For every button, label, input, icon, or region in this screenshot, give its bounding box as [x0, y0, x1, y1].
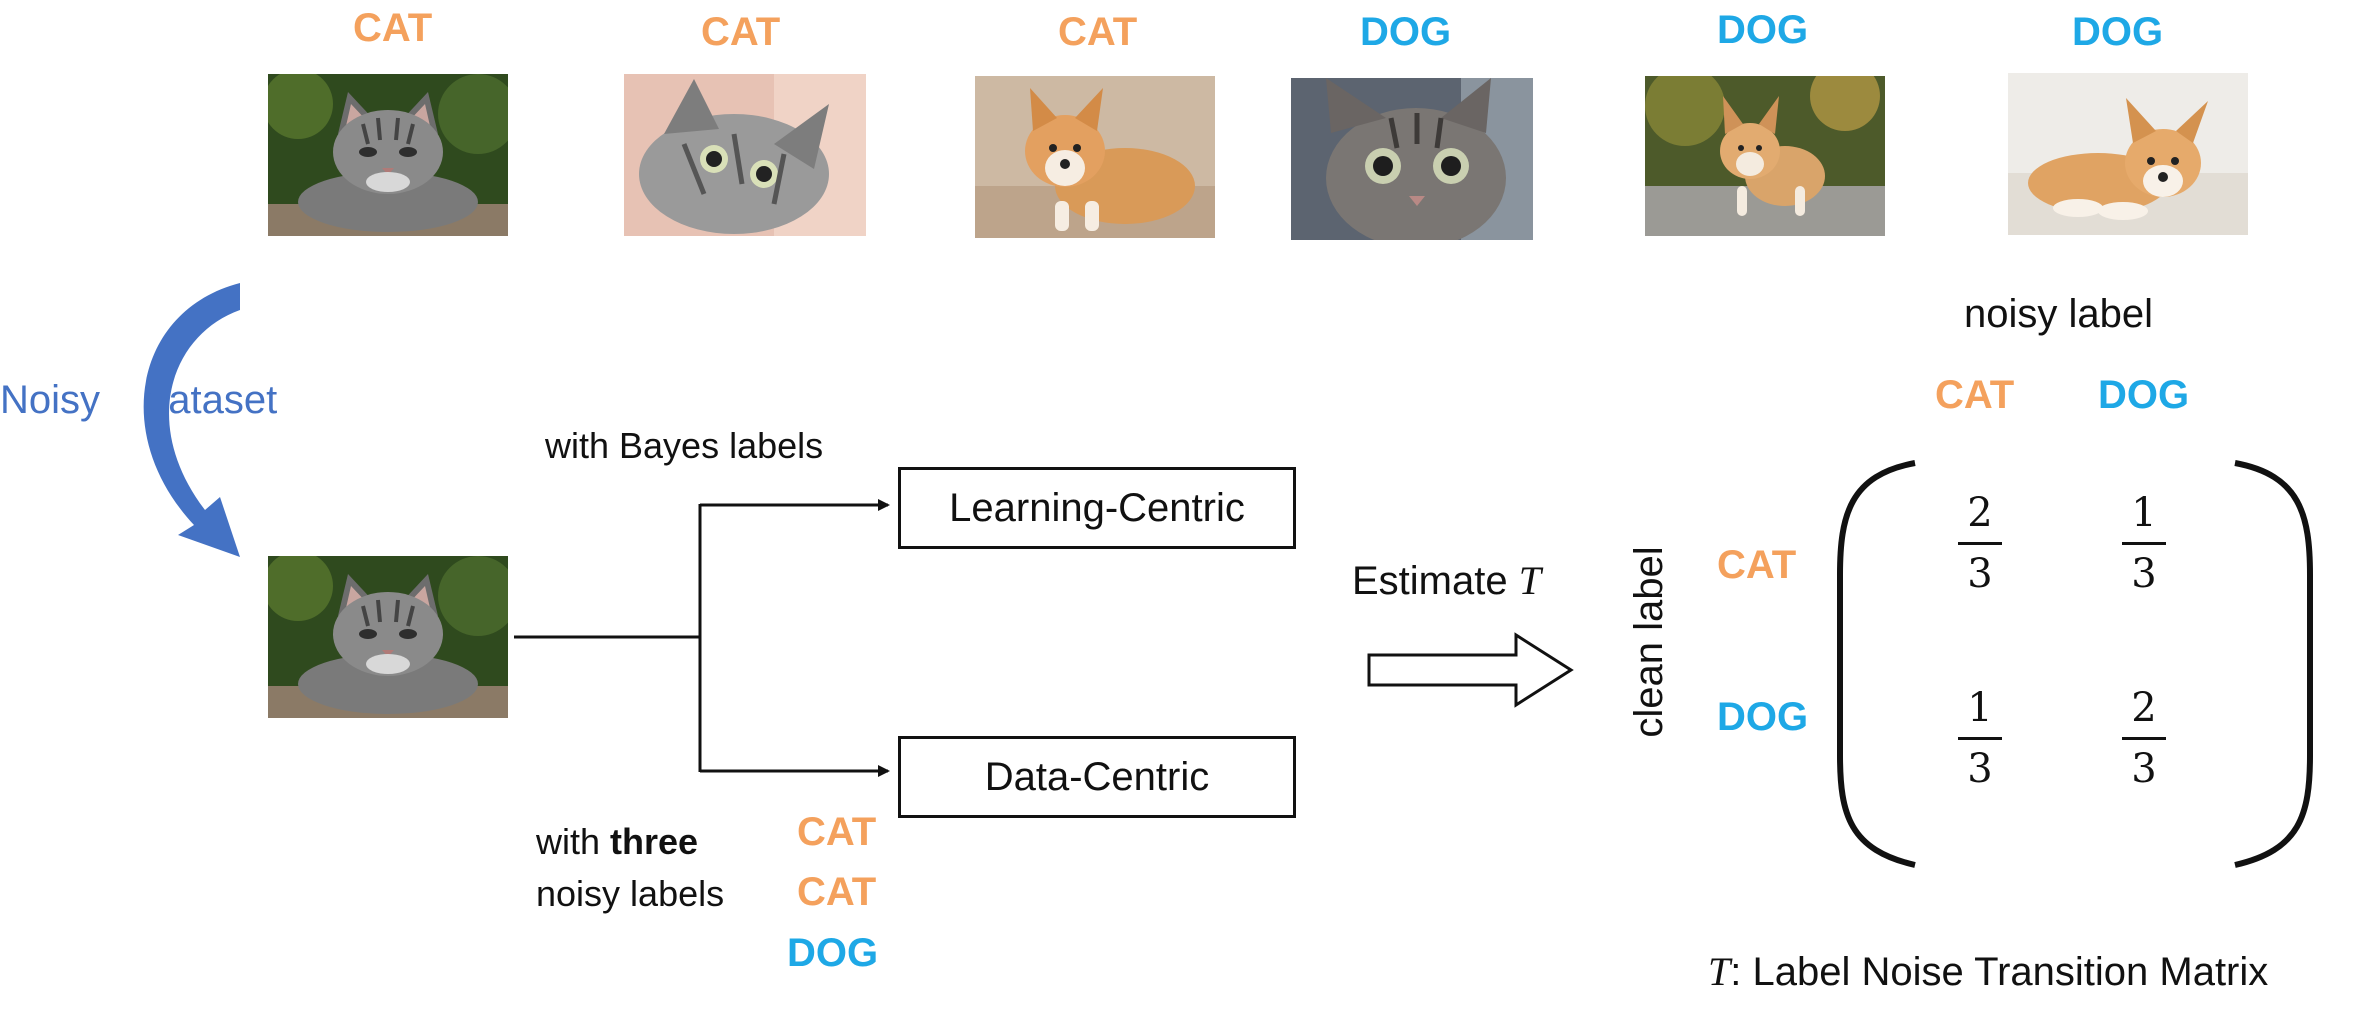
- dataset-word: dataset: [146, 378, 278, 422]
- bayes-caption: with Bayes labels: [545, 425, 824, 466]
- noisy-label-1: CAT: [797, 810, 877, 854]
- selected-sample-photo: [268, 556, 508, 718]
- estimate-symbol: T: [1518, 558, 1541, 603]
- three-labels-caption-line2: noisy labels: [536, 873, 725, 914]
- matrix-cell-1-1: 2 3: [2114, 688, 2174, 789]
- noisy-label-2: CAT: [797, 870, 877, 914]
- matrix-col-cat: CAT: [1935, 373, 2015, 417]
- top-label-1: CAT: [353, 6, 433, 50]
- cell-0-1-den: 3: [2131, 551, 2157, 597]
- caption-bold: three: [610, 821, 699, 862]
- top-label-3: CAT: [1058, 10, 1138, 54]
- caption-symbol: T: [1708, 949, 1731, 994]
- matrix-cell-0-0: 2 3: [1950, 493, 2010, 594]
- noisy-dataset-arrow: [143, 283, 240, 557]
- caption-prefix: with: [536, 821, 611, 862]
- matrix-caption: T: Label Noise Transition Matrix: [1708, 949, 2269, 994]
- estimate-text: Estimate T: [1352, 558, 1541, 603]
- cell-1-0-den: 3: [1967, 746, 1993, 792]
- matrix-row-dog: DOG: [1717, 695, 1809, 739]
- matrix-col-header: noisy label: [1964, 292, 2154, 336]
- estimate-word: Estimate: [1352, 559, 1519, 603]
- matrix-cell-0-1: 1 3: [2114, 493, 2174, 594]
- cell-1-1-den: 3: [2131, 746, 2157, 792]
- top-label-5: DOG: [1717, 8, 1809, 52]
- learning-centric-box: Learning-Centric: [898, 467, 1296, 549]
- top-label-2: CAT: [701, 10, 781, 54]
- cell-0-1-num: 1: [2131, 490, 2157, 536]
- photo-cat-2: [624, 74, 866, 236]
- three-labels-caption: with three: [536, 824, 698, 860]
- data-centric-box: Data-Centric: [898, 736, 1296, 818]
- branch-connector: [514, 499, 890, 777]
- cell-0-0-num: 2: [1967, 490, 1993, 536]
- photo-dog-label-cat-image: [1291, 78, 1533, 240]
- cell-0-0-den: 3: [1967, 551, 1993, 597]
- caption-text: : Label Noise Transition Matrix: [1730, 950, 2269, 994]
- photo-dog-1: [975, 76, 1215, 238]
- estimate-arrow: [1367, 632, 1574, 708]
- cell-1-1-num: 2: [2131, 685, 2157, 731]
- photo-dog-2: [1645, 76, 1885, 236]
- matrix-row-header: clean label: [1627, 546, 1671, 738]
- noisy-label-3: DOG: [787, 931, 879, 975]
- photo-cat-1: [268, 74, 508, 236]
- noisy-word: Noisy: [0, 378, 101, 422]
- top-label-4: DOG: [1360, 10, 1452, 54]
- top-label-6: DOG: [2072, 10, 2164, 54]
- cell-1-0-num: 1: [1967, 685, 1993, 731]
- photo-dog-3: [2008, 73, 2248, 235]
- matrix-row-cat: CAT: [1717, 543, 1797, 587]
- matrix-col-dog: DOG: [2098, 373, 2190, 417]
- matrix-cell-1-0: 1 3: [1950, 688, 2010, 789]
- matrix-brackets: [1837, 460, 2313, 868]
